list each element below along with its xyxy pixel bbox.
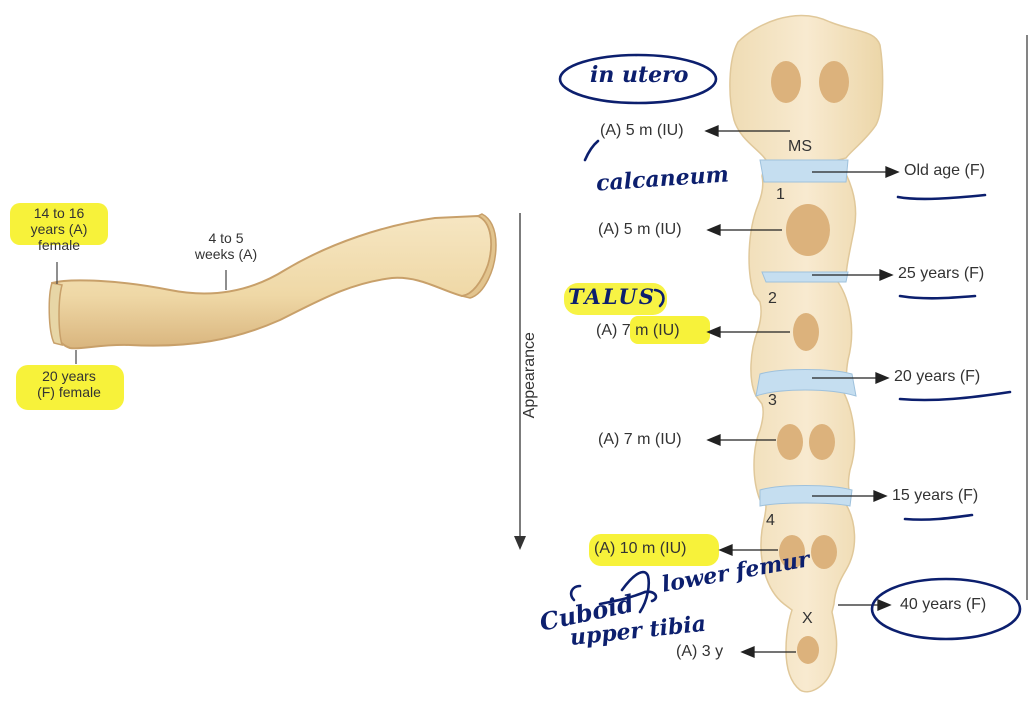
medial-appearance-line2: years (A) [12, 221, 106, 237]
medial-appearance-line3: female [12, 237, 106, 253]
appearance-2-prefix: (A) [596, 322, 622, 339]
calcaneum-tick [585, 141, 598, 160]
sternum-stack [730, 16, 883, 692]
underline-old-age [898, 195, 985, 199]
clavicle-medial-appearance: 14 to 16 years (A) female [12, 205, 106, 253]
segment-3-label: 3 [768, 392, 777, 410]
medial-fusion-line1: 20 years [14, 368, 124, 384]
segment-2-label: 2 [768, 290, 777, 308]
appearance-3: (A) 7 m (IU) [598, 431, 682, 449]
underline-25 [900, 296, 975, 298]
fusion-1-2: 25 years (F) [898, 265, 984, 283]
annotation-talus: TALUS [568, 284, 656, 309]
annotation-in-utero: in utero [590, 62, 688, 88]
appearance-ms: (A) 5 m (IU) [600, 122, 684, 140]
shaft-appearance-line1: 4 to 5 [176, 230, 276, 246]
fusion-3-4: 15 years (F) [892, 487, 978, 505]
appearance-x: (A) 3 y [676, 643, 723, 661]
fusion-4-x: 40 years (F) [900, 596, 986, 614]
appearance-4: (A) 10 m (IU) [594, 540, 686, 558]
medial-fusion-line2: (F) female [14, 384, 124, 400]
medial-appearance-line1: 14 to 16 [12, 205, 106, 221]
appearance-2-highlight: 7 m (IU) [622, 322, 680, 339]
underline-20 [900, 392, 1010, 400]
appearance-2: (A) 7 m (IU) [596, 322, 680, 340]
appearance-axis-label: Appearance [521, 300, 539, 450]
segment-4-label: 4 [766, 512, 775, 530]
underline-15 [905, 515, 972, 520]
fusion-2-3: 20 years (F) [894, 368, 980, 386]
appearance-1: (A) 5 m (IU) [598, 221, 682, 239]
clavicle-shaft-appearance: 4 to 5 weeks (A) [176, 230, 276, 262]
clavicle-medial-fusion: 20 years (F) female [14, 368, 124, 400]
segment-x-label: X [802, 610, 813, 628]
shaft-appearance-line2: weeks (A) [176, 246, 276, 262]
fusion-ms-1: Old age (F) [904, 162, 985, 180]
lower-femur-hook [571, 586, 580, 600]
segment-ms-label: MS [788, 138, 812, 156]
segment-1-label: 1 [776, 186, 785, 204]
